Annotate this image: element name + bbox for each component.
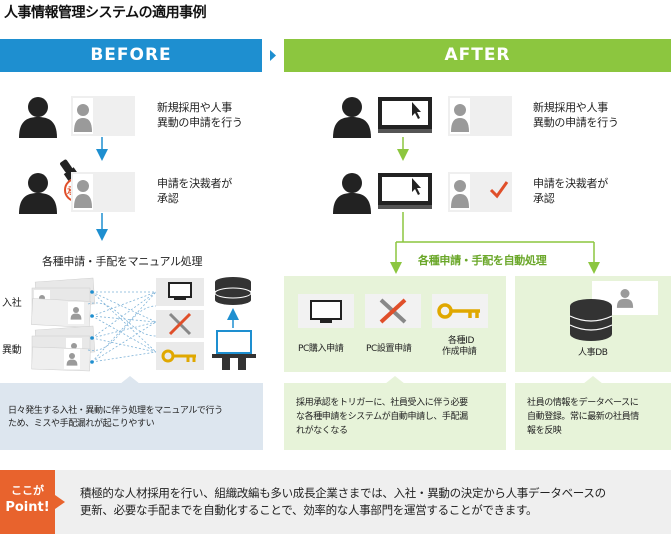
after-step1-line2: 異動の申請を行う — [533, 116, 619, 129]
page-title: 人事情報管理システムの適用事例 — [4, 5, 207, 21]
cursor-icon — [412, 178, 421, 195]
label-hire: 入社 — [2, 298, 22, 309]
database-icon — [569, 299, 613, 341]
database-icon — [214, 277, 252, 305]
after-note2-line1: 社員の情報をデータベースに — [527, 398, 639, 408]
pc-setup-label: PC設置申請 — [366, 344, 412, 354]
small-monitor-card — [156, 278, 204, 306]
after-note2-line3: 報を反映 — [527, 426, 562, 436]
after-note2-pointer — [583, 376, 603, 384]
monitor-icon — [374, 170, 438, 212]
after-note1-line3: れがなくなる — [296, 426, 348, 436]
person-icon — [332, 96, 372, 138]
auto-process-label: 各種申請・手配を自動処理 — [418, 254, 547, 267]
small-key-card — [156, 342, 204, 370]
before-step1-line1: 新規採用や人事 — [157, 101, 232, 114]
before-step1-line2: 異動の申請を行う — [157, 116, 243, 129]
id-create-label-2: 作成申請 — [442, 347, 477, 357]
manual-process-diagram — [31, 277, 256, 372]
tools-icon — [365, 294, 421, 328]
profile-card-icon — [443, 96, 517, 136]
after-header: AFTER — [284, 39, 671, 72]
point-text-line1: 積極的な人材採用を行い、組織改編も多い成長企業さまでは、入社・異動の決定から人事… — [80, 486, 606, 500]
after-step2-line1: 申請を決裁者が — [533, 177, 608, 190]
before-step3: 各種申請・手配をマニュアル処理 — [42, 255, 203, 268]
before-flow-arrow-1 — [96, 137, 108, 161]
after-note1-pointer — [385, 376, 405, 384]
point-badge: ここが Point! — [0, 470, 55, 534]
checkmark-icon — [489, 181, 509, 199]
hr-db-label: 人事DB — [578, 348, 608, 358]
before-step2-line1: 申請を決裁者が — [157, 177, 232, 190]
monitor-icon — [298, 294, 354, 328]
key-icon — [432, 294, 488, 328]
after-note1-line2: な各種申請をシステムが自動申請し、手配漏 — [296, 412, 468, 422]
laptop-icon — [212, 330, 256, 370]
label-transfer: 異動 — [2, 345, 22, 356]
person-icon — [332, 172, 372, 214]
after-step1-line1: 新規採用や人事 — [533, 101, 608, 114]
after-note-auto-request: 採用承認をトリガーに、社員受入に伴う必要 な各種申請をシステムが自動申請し、手配… — [284, 383, 506, 450]
point-badge-line2: Point! — [5, 500, 50, 515]
id-create-label-1: 各種ID — [448, 336, 474, 346]
after-branch-connector — [390, 212, 600, 274]
profile-card-icon — [66, 96, 140, 136]
before-after-arrow — [270, 50, 276, 61]
after-flow-arrow-1 — [397, 137, 409, 161]
profile-card-icon — [443, 172, 517, 212]
before-step2-line2: 承認 — [157, 192, 179, 205]
point-text: 積極的な人材採用を行い、組織改編も多い成長企業さまでは、入社・異動の決定から人事… — [80, 485, 606, 519]
before-header: BEFORE — [0, 39, 262, 72]
point-badge-pointer — [55, 495, 65, 509]
before-note-pointer — [120, 376, 140, 384]
point-box — [0, 470, 671, 534]
after-note2-line2: 自動登録。常に最新の社員情 — [527, 412, 639, 422]
person-icon — [18, 96, 58, 138]
point-badge-line1: ここが — [11, 484, 44, 497]
before-note-line2: ため、ミスや手配漏れが起こりやすい — [8, 419, 155, 429]
small-tools-card — [156, 310, 204, 338]
pc-purchase-label: PC購入申請 — [298, 344, 344, 354]
hire-profile-stack — [31, 277, 96, 328]
transfer-profile-stack — [31, 325, 96, 372]
before-note: 日々発生する入社・異動に伴う処理をマニュアルで行う ため、ミスや手配漏れが起こり… — [0, 383, 263, 450]
after-note1-line1: 採用承認をトリガーに、社員受入に伴う必要 — [296, 398, 468, 408]
tangled-lines — [87, 291, 157, 363]
profile-card-icon — [66, 172, 140, 212]
cursor-icon — [412, 102, 421, 119]
before-flow-arrow-2 — [96, 213, 108, 241]
tangled-line-dots — [90, 290, 94, 364]
monitor-icon — [374, 94, 438, 136]
after-note-hr-db: 社員の情報をデータベースに 自動登録。常に最新の社員情 報を反映 — [515, 383, 671, 450]
before-note-line1: 日々発生する入社・異動に伴う処理をマニュアルで行う — [8, 406, 223, 416]
after-step2-line2: 承認 — [533, 192, 555, 205]
point-text-line2: 更新、必要な手配までを自動化することで、効率的な人事部門を運営することができます… — [80, 503, 538, 517]
